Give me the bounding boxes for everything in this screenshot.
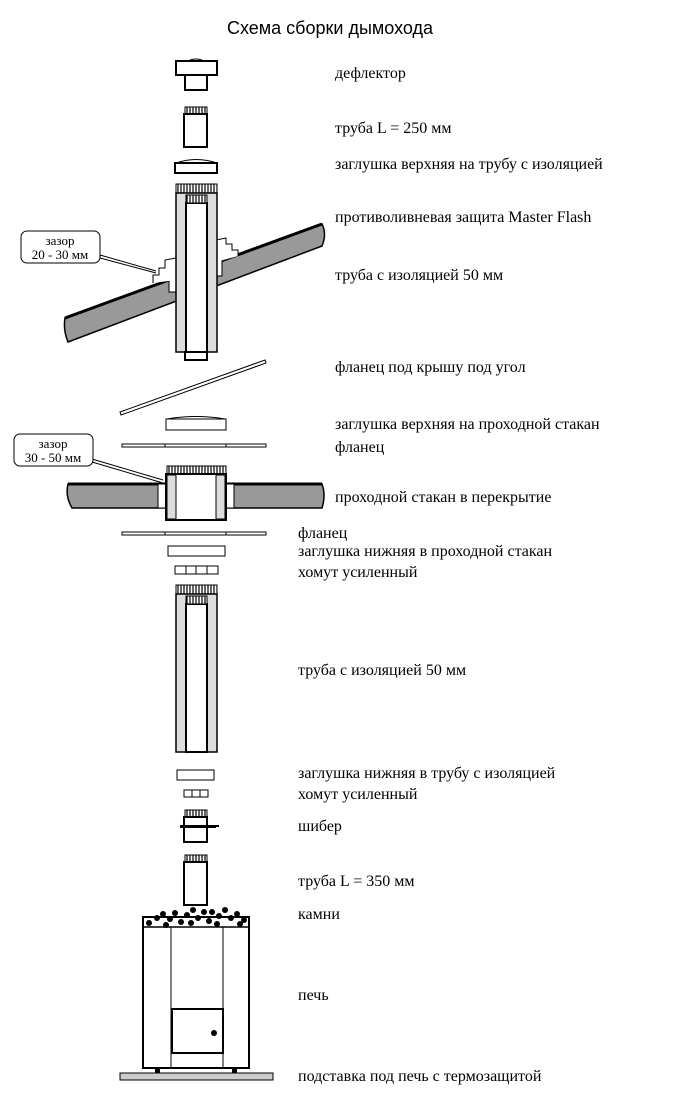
callout-gap-ceiling: зазор 30 - 50 мм xyxy=(13,433,164,484)
stove-base xyxy=(119,1068,274,1081)
callout-1-line1: зазор xyxy=(46,233,75,248)
callout-2-line1: зазор xyxy=(39,436,68,451)
insulated-pipe-upper xyxy=(175,183,218,361)
label-stove-base: подставка под печь с термозащитой xyxy=(298,1068,542,1085)
label-master-flash: противоливневая защита Master Flash xyxy=(335,209,591,226)
callout-2-line2: 30 - 50 мм xyxy=(25,450,82,465)
label-pipe-350: труба L = 350 мм xyxy=(298,873,414,890)
label-clamp-lower: хомут усиленный xyxy=(298,786,418,803)
bottom-cap-insulated xyxy=(176,769,215,781)
label-deflector: дефлектор xyxy=(335,65,406,82)
callout-1-line2: 20 - 30 мм xyxy=(32,247,89,262)
label-stones: камни xyxy=(298,906,340,923)
component-labels: дефлектор труба L = 250 мм заглушка верх… xyxy=(298,65,603,1085)
door-knob xyxy=(211,1030,217,1036)
pipe-250 xyxy=(183,106,208,148)
callout-gap-roof: зазор 20 - 30 мм xyxy=(20,230,157,274)
flange-lower xyxy=(121,531,267,536)
label-insulated-pipe-upper: труба с изоляцией 50 мм xyxy=(335,267,503,284)
clamp-lower xyxy=(183,789,209,798)
pipe-350 xyxy=(183,854,208,906)
top-cap-passage xyxy=(165,416,227,431)
roof-flange-angled xyxy=(119,359,267,416)
label-flange-upper: фланец xyxy=(335,439,385,456)
top-cap-insulated xyxy=(174,159,218,174)
label-pipe-250: труба L = 250 мм xyxy=(335,120,451,137)
stones xyxy=(146,907,247,928)
label-bottom-cap-insulated: заглушка нижняя в трубу с изоляцией xyxy=(298,765,556,782)
label-clamp-upper: хомут усиленный xyxy=(298,564,418,581)
damper xyxy=(180,809,219,843)
label-stove: печь xyxy=(298,987,329,1004)
diagram-title: Схема сборки дымохода xyxy=(227,18,434,38)
label-damper: шибер xyxy=(298,818,342,835)
label-bottom-cap-passage: заглушка нижняя в проходной стакан xyxy=(298,543,553,560)
label-ceiling-passage: проходной стакан в перекрытие xyxy=(335,489,551,506)
label-top-cap-insulated: заглушка верхняя на трубу с изоляцией xyxy=(335,156,603,173)
bottom-cap-passage xyxy=(167,545,226,557)
flange-upper xyxy=(121,443,267,448)
label-roof-flange: фланец под крышу под угол xyxy=(335,359,526,376)
label-flange-lower: фланец xyxy=(298,525,348,542)
stove xyxy=(142,916,250,1069)
ceiling-passage xyxy=(66,465,325,521)
clamp-upper xyxy=(174,565,219,575)
insulated-pipe-lower xyxy=(175,584,218,753)
label-insulated-pipe-lower: труба с изоляцией 50 мм xyxy=(298,662,466,679)
deflector xyxy=(175,58,218,91)
label-top-cap-passage: заглушка верхняя на проходной стакан xyxy=(335,416,600,433)
